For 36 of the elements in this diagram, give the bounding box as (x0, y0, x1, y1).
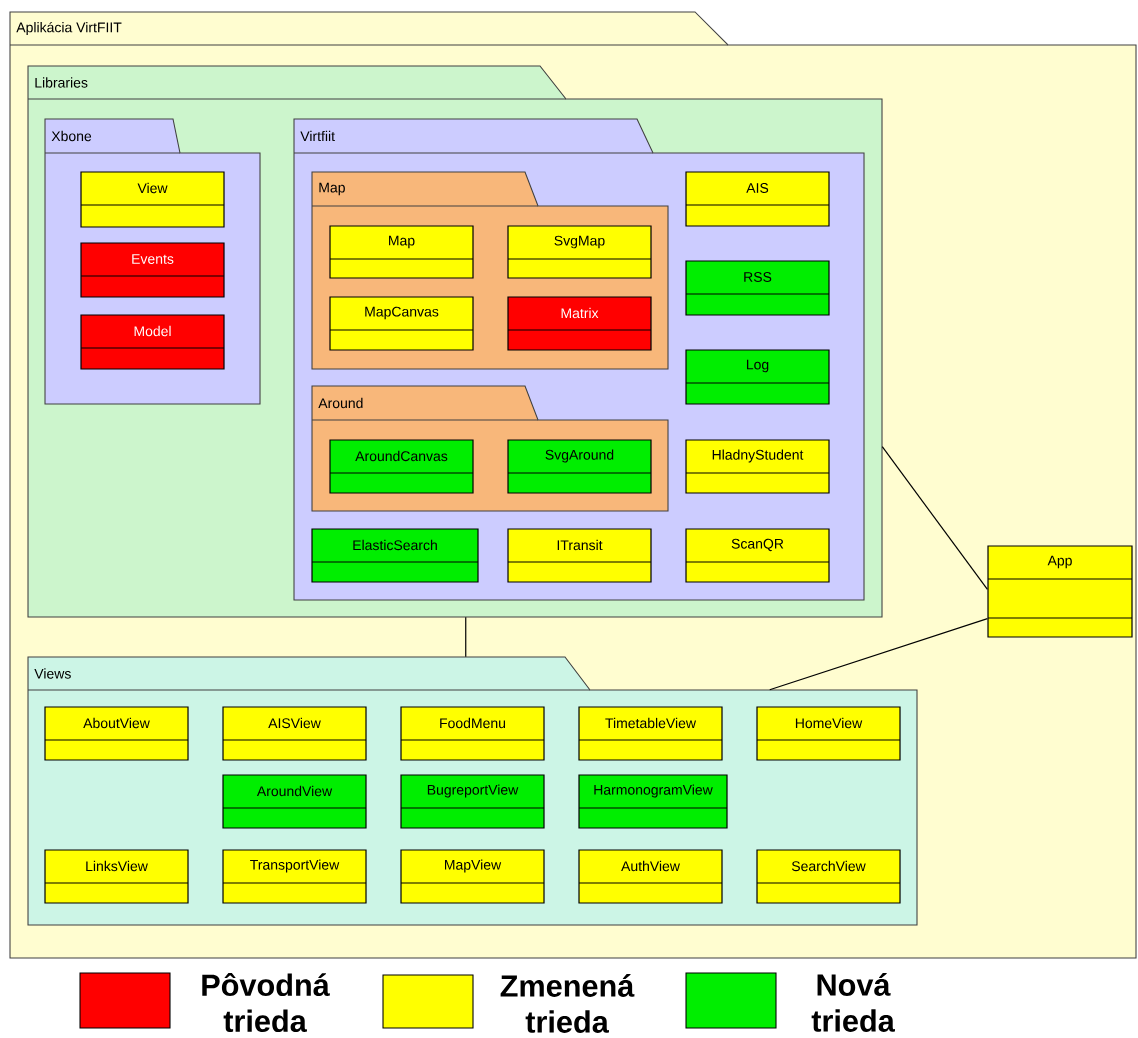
class-box: AboutView (44, 706, 189, 761)
class-box: MapCanvas (329, 296, 474, 351)
class-box: AISView (222, 706, 367, 761)
class-box: AroundView (222, 774, 367, 829)
class-box: BugreportView (400, 774, 545, 829)
class-box: ITransit (507, 528, 652, 583)
class-box: App (987, 545, 1133, 638)
class-box: TimetableView (578, 706, 723, 761)
class-box: AIS (685, 171, 830, 227)
connector-line (465, 616, 467, 658)
class-box: ElasticSearch (311, 528, 479, 583)
class-box: LinksView (44, 849, 189, 904)
class-box: ScanQR (685, 528, 830, 583)
class-box: TransportView (222, 849, 367, 904)
connector-line (769, 618, 988, 691)
class-box: Log (685, 349, 830, 405)
class-box: Model (80, 314, 225, 370)
legend-label: Nová trieda (811, 973, 895, 1032)
class-box: Matrix (507, 296, 652, 351)
class-box: SearchView (756, 849, 901, 904)
legend-label: Pôvodná trieda (202, 972, 330, 1033)
class-box: HomeView (756, 706, 901, 761)
class-box: HladnyStudent (685, 439, 830, 494)
class-box: AuthView (578, 849, 723, 904)
class-box: SvgAround (507, 439, 652, 494)
class-box: Events (80, 242, 225, 298)
connector-line (881, 446, 988, 590)
class-box: RSS (685, 260, 830, 316)
class-box: AroundCanvas (329, 439, 474, 494)
class-box: Map (329, 225, 474, 279)
class-box: View (80, 171, 225, 228)
class-box: SvgMap (507, 225, 652, 279)
class-box: MapView (400, 849, 545, 904)
class-box: FoodMenu (400, 706, 545, 761)
legend-label: Zmenená trieda (500, 974, 635, 1033)
class-box: HarmonogramView (578, 774, 728, 829)
